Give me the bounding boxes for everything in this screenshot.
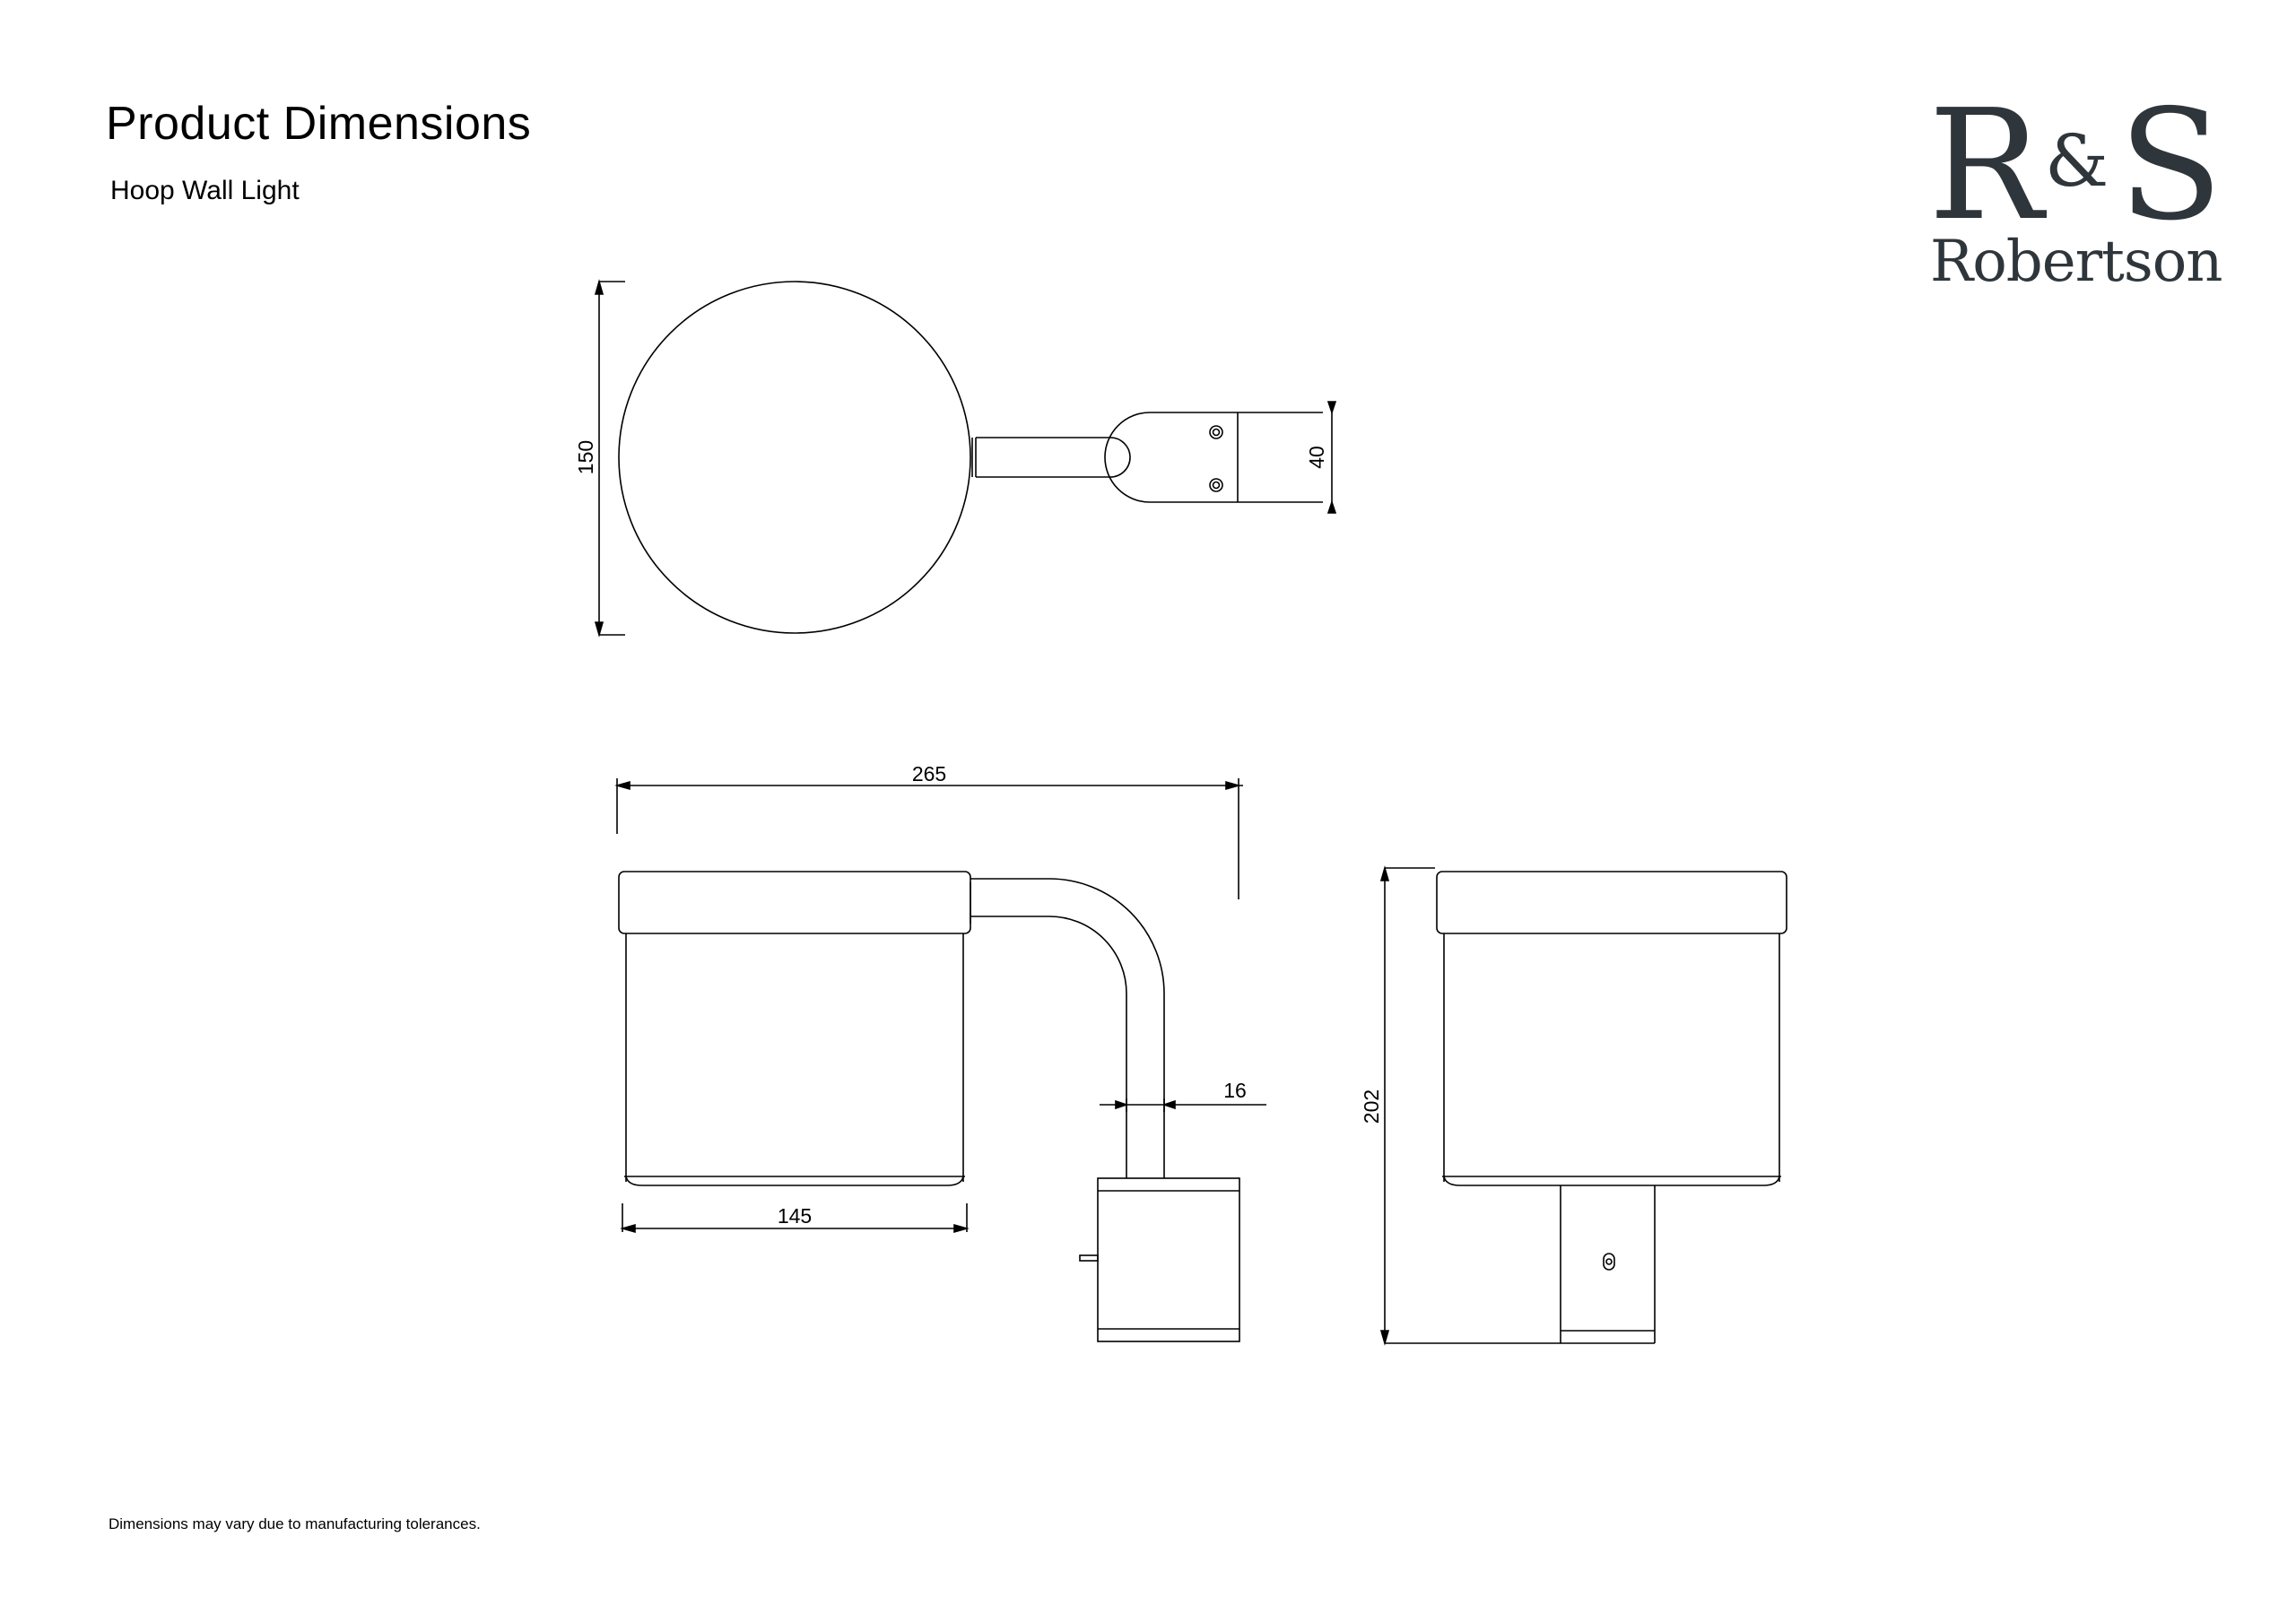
product-name: Hoop Wall Light (110, 176, 300, 205)
logo-wordmark: Robertson (1930, 229, 2222, 295)
shade-outline-top (618, 281, 971, 634)
footer-note: Dimensions may vary due to manufacturing… (109, 1515, 481, 1532)
dim-label-145: 145 (778, 1204, 812, 1228)
brand-logo: R&S Robertson (1928, 77, 2223, 296)
dim-label-202: 202 (1360, 1089, 1383, 1124)
dim-label-40: 40 (1305, 446, 1328, 469)
dim-label-150: 150 (574, 440, 597, 474)
side-view: 265 16 145 (614, 762, 1266, 1342)
logo-mark: R&S (1928, 77, 2223, 255)
top-view: 150 40 (574, 279, 1337, 638)
front-view: 202 (1360, 865, 1787, 1346)
page-title: Product Dimensions (106, 98, 532, 150)
dim-label-16: 16 (1223, 1079, 1247, 1102)
dim-label-265: 265 (912, 762, 946, 785)
